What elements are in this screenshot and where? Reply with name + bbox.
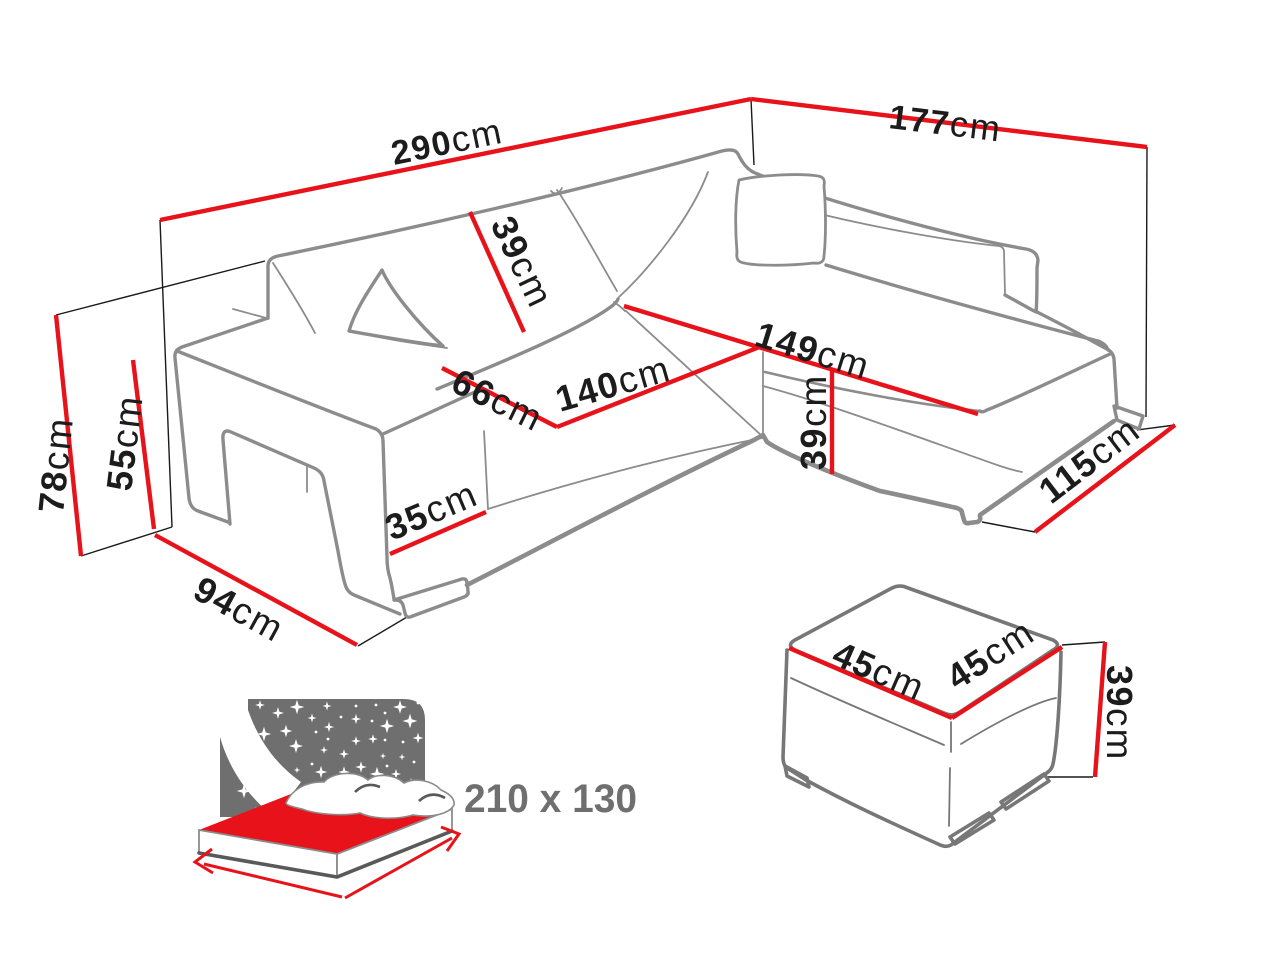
svg-text:39cm: 39cm <box>1099 665 1140 761</box>
svg-text:210 x 130: 210 x 130 <box>464 777 637 821</box>
svg-text:55cm: 55cm <box>98 392 150 493</box>
svg-text:78cm: 78cm <box>30 415 81 515</box>
svg-text:39cm: 39cm <box>793 374 834 470</box>
svg-text:177cm: 177cm <box>887 95 1004 149</box>
